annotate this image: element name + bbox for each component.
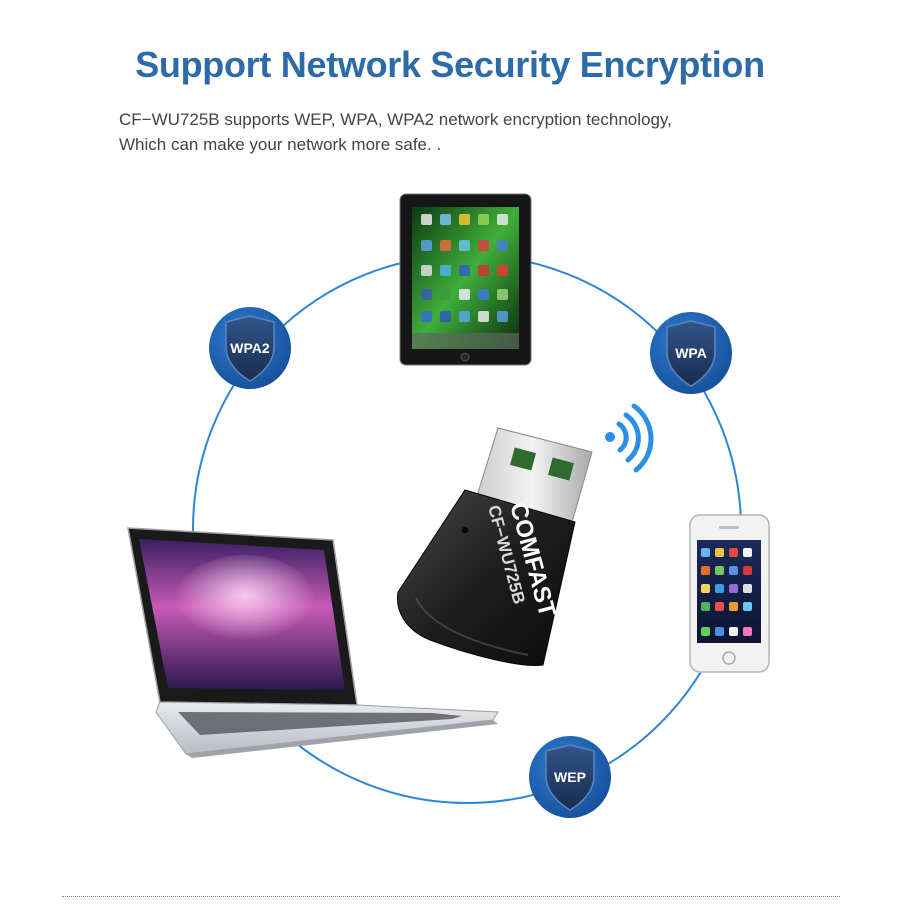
smartphone-device <box>689 514 770 673</box>
badge-wpa-label: WPA <box>675 345 707 361</box>
usb-wifi-adapter: COMFAST CF−WU725B <box>396 427 593 666</box>
shield-icon <box>225 315 275 382</box>
page-title: Support Network Security Encryption <box>135 44 765 85</box>
badge-wep-label: WEP <box>554 769 586 785</box>
shield-icon <box>666 320 716 387</box>
badge-wpa: WPA <box>650 312 732 394</box>
footer-divider <box>62 896 840 897</box>
shield-icon <box>545 744 595 811</box>
laptop-device <box>127 527 499 758</box>
description-line-2: Which can make your network more safe. . <box>119 135 442 154</box>
badge-wpa2: WPA2 <box>209 307 291 389</box>
badge-wpa2-label: WPA2 <box>230 340 270 356</box>
description: CF−WU725B supports WEP, WPA, WPA2 networ… <box>119 107 672 157</box>
badge-wep: WEP <box>529 736 611 818</box>
description-line-1: CF−WU725B supports WEP, WPA, WPA2 networ… <box>119 110 672 129</box>
wifi-signal-icon <box>605 403 654 473</box>
tablet-device <box>399 193 532 366</box>
